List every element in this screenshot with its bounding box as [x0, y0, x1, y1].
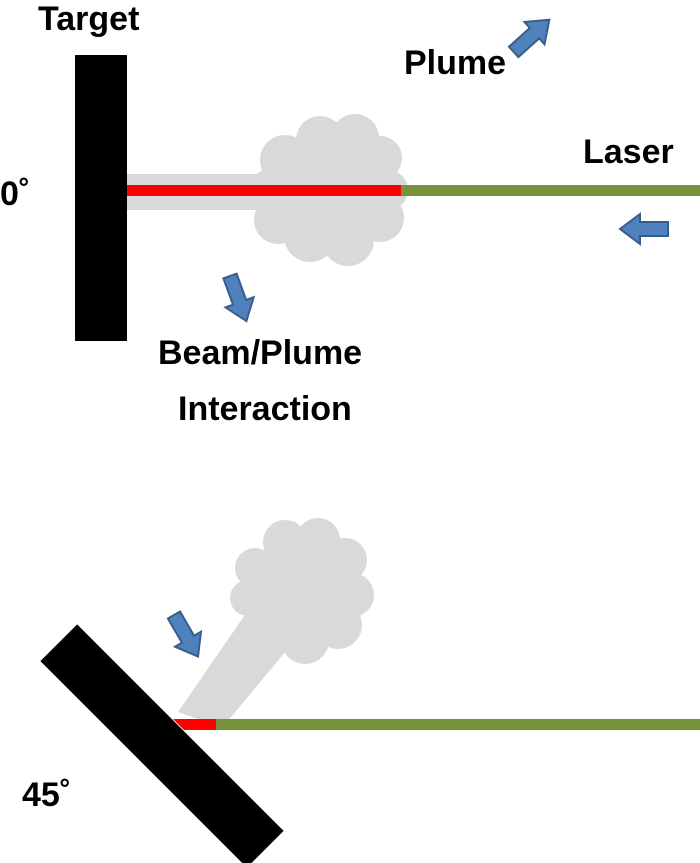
plume-label: Plume	[404, 44, 506, 82]
target-block-45deg	[40, 624, 284, 863]
angle-45-label: 45˚	[22, 776, 71, 814]
target-block-0deg	[75, 55, 127, 341]
forty-five-degree-panel: 45˚	[22, 518, 700, 863]
plume-cloud-0deg	[124, 114, 408, 266]
laser-label: Laser	[583, 133, 674, 171]
interaction-label-line1: Beam/Plume	[158, 334, 362, 372]
angle-0-label: 0˚	[0, 175, 30, 213]
interaction-arrow-icon	[214, 269, 262, 328]
plume-arrow-icon	[502, 7, 561, 65]
interaction-arrow-45deg-icon	[160, 606, 212, 666]
interaction-beam-45deg	[173, 719, 216, 730]
laser-direction-arrow-icon	[619, 213, 669, 245]
interaction-label-line2: Interaction	[178, 390, 352, 428]
interaction-beam-0deg	[127, 185, 401, 196]
laser-beam-45deg	[214, 719, 700, 730]
target-label: Target	[38, 0, 139, 38]
zero-degree-panel: Target Plume Laser 0˚ Beam/Plume Interac…	[0, 0, 700, 428]
laser-beam-0deg	[400, 185, 700, 196]
plume-cloud-45deg	[178, 518, 374, 728]
